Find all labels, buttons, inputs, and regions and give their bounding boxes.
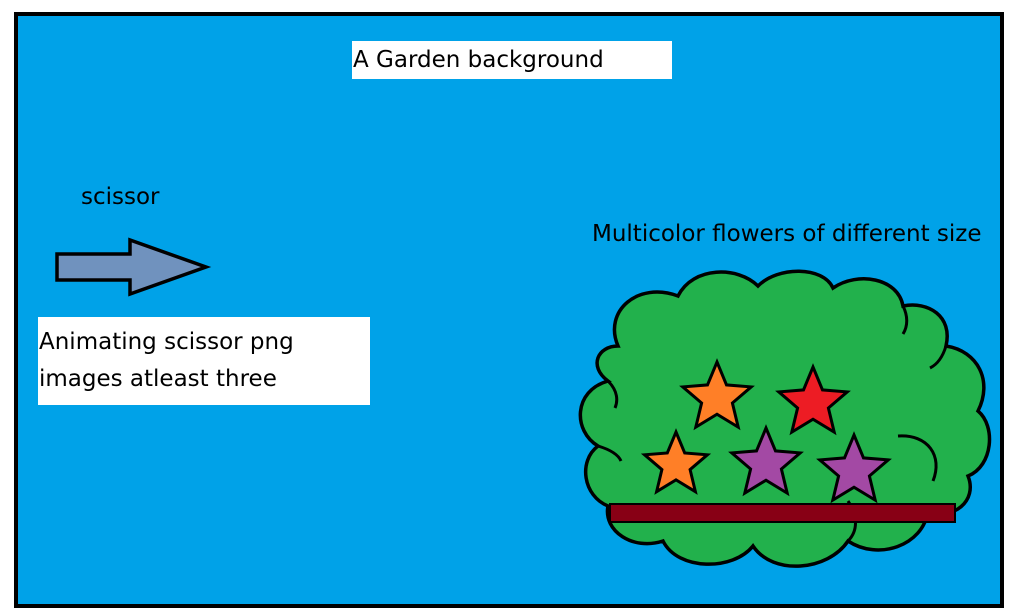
canvas-frame: A Garden background scissor Animating sc… <box>14 12 1004 608</box>
flowers-group <box>640 358 892 504</box>
animating-note-box <box>38 317 370 405</box>
animating-note: Animating scissor png images atleast thr… <box>39 324 369 398</box>
flowers-label: Multicolor flowers of different size <box>592 221 982 247</box>
scissor-label: scissor <box>81 184 160 210</box>
ground-bar <box>609 503 956 523</box>
star-icon <box>816 431 892 504</box>
title-box <box>352 41 672 79</box>
star-icon <box>775 363 851 436</box>
title-label: A Garden background <box>353 47 604 73</box>
right-arrow-icon <box>55 237 212 297</box>
animating-note-line2: images atleast three <box>39 366 277 392</box>
animating-note-line1: Animating scissor png <box>39 329 294 355</box>
star-icon <box>640 428 712 495</box>
bush-icon <box>578 269 992 568</box>
garden-illustration <box>55 237 992 568</box>
star-icon <box>728 424 804 497</box>
star-icon <box>679 358 755 431</box>
bush-shape <box>578 269 992 568</box>
arrow-shape <box>55 237 212 297</box>
